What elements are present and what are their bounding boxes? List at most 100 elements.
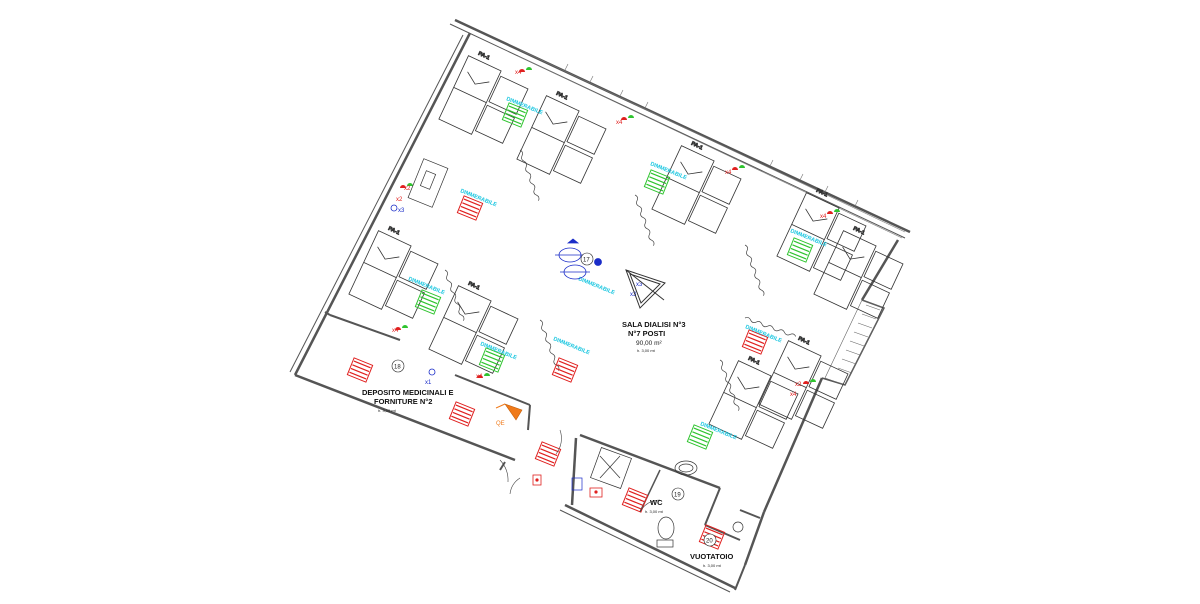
bed-tag: PA-1 <box>747 356 761 367</box>
socket-green <box>402 325 408 328</box>
ceiling-light-red <box>551 357 579 383</box>
sala-area: 90,00 m² <box>636 340 662 347</box>
count-x4: x4 <box>725 170 732 176</box>
deposito-title-1: DEPOSITO MEDICINALI E <box>362 388 454 397</box>
interior-walls <box>324 311 761 541</box>
dimmable-light-green <box>686 424 714 450</box>
red-dot <box>594 490 598 494</box>
deposito-number-circle <box>391 359 405 373</box>
bed-tag: PA-1 <box>852 226 866 237</box>
count-x2: x2 <box>404 186 411 192</box>
balcony-hatch <box>824 299 885 386</box>
red-dot <box>535 478 539 482</box>
dialysis-bed: PA-1 <box>651 140 742 234</box>
socket-green <box>739 165 745 168</box>
ceiling-light-red <box>448 401 476 427</box>
socket-red <box>827 211 833 214</box>
curtain-line <box>744 317 797 337</box>
deposito-number: 18 <box>394 365 401 371</box>
vuotatoio-title: VUOTATOIO <box>690 552 734 561</box>
qe-label: QE <box>496 421 505 427</box>
count-x4: x4 <box>616 120 623 126</box>
socket-red <box>395 327 401 330</box>
curtain-line <box>634 194 655 246</box>
ceiling-light-red <box>534 441 562 467</box>
bed-tag: PA-1 <box>797 336 811 347</box>
vuotatoio-number-circle <box>703 533 717 547</box>
dialysis-bed: PA-1 <box>516 90 607 184</box>
dimmable-label: DIMMERABILE <box>407 276 446 296</box>
room-labels: SALA DIALISI N°3 N°7 POSTI 90,00 m² h. 3… <box>362 252 734 568</box>
socket-green <box>810 379 816 382</box>
count-x3: x3 <box>636 282 643 288</box>
curtain-line <box>444 269 465 321</box>
count-x2: x2 <box>396 197 403 203</box>
dimmable-light-green <box>643 169 671 195</box>
socket-green <box>834 209 840 212</box>
count-x3: x3 <box>398 208 405 214</box>
top-windows <box>517 49 906 239</box>
red-box <box>589 487 603 498</box>
ceiling-light-red <box>741 329 769 355</box>
ceiling-lights <box>346 102 814 550</box>
count-x3: x3 <box>630 292 637 298</box>
central-equipment <box>555 238 602 280</box>
count-x4: x4 <box>476 374 483 380</box>
curtain-line <box>719 359 740 411</box>
bed-tag: PA-1 <box>690 141 704 152</box>
dimmable-label: DIMMERABILE <box>744 324 783 344</box>
socket-red <box>519 69 525 72</box>
wc-number: 19 <box>674 493 681 499</box>
triangle-symbol <box>625 269 666 309</box>
dimmable-label: DIMMERABILE <box>577 276 616 296</box>
socket-green <box>484 373 490 376</box>
bed-tag: PA-1 <box>815 188 829 199</box>
bed-tag: PA-1 <box>467 281 481 292</box>
socket-green <box>526 67 532 70</box>
socket-red <box>400 185 406 188</box>
doors <box>499 429 661 513</box>
socket-green <box>407 183 413 186</box>
count-x2: x2 <box>795 382 802 388</box>
ceiling-light-red <box>456 195 484 221</box>
count-x4: x4 <box>820 214 827 220</box>
blue-outlet <box>428 368 436 376</box>
bed-tag: PA-1 <box>387 226 401 237</box>
deposito-title-2: FORNITURE N°2 <box>374 397 432 406</box>
wc-height: h. 3,00 mt <box>645 509 664 514</box>
count-x1: x1 <box>425 380 432 386</box>
dimmable-light-green <box>786 237 814 263</box>
dimmable-label: DIMMERABILE <box>699 421 738 441</box>
count-x4: x4 <box>392 328 399 334</box>
dimmable-light-green <box>414 289 442 315</box>
ceiling-light-red <box>346 357 374 383</box>
dialysis-beds: PA-1PA-1PA-1PA-1PA-1PA-1PA-1PA-1PA-1 <box>348 50 904 449</box>
deposito-height: h. 3,00 mt <box>378 408 397 413</box>
dimmable-label: DIMMERABILE <box>552 336 591 356</box>
dialysis-bed: PA-1 <box>758 335 849 429</box>
ceiling-light-red <box>621 487 649 513</box>
dimmable-light-green <box>501 102 529 128</box>
sala-number: 17 <box>583 258 590 264</box>
wc-number-circle <box>671 487 685 501</box>
curtain-line <box>519 149 540 201</box>
blue-outlet <box>390 204 398 212</box>
dialysis-bed: PA-1 <box>813 225 904 319</box>
sala-number-circle <box>580 252 594 266</box>
dialysis-bed: PA-1 <box>348 225 439 319</box>
wall-cabinet <box>407 158 449 208</box>
socket-red <box>803 381 809 384</box>
sala-title: SALA DIALISI N°3 <box>622 320 686 329</box>
socket-red <box>477 375 483 378</box>
bed-tag: PA-1 <box>555 91 569 102</box>
count-x4: x4 <box>515 70 522 76</box>
curtain-dividers <box>444 149 797 411</box>
dialysis-bed: PA-1 <box>708 355 799 449</box>
socket-red <box>732 167 738 170</box>
bed-tag: PA-1 <box>477 51 491 62</box>
curtain-line <box>539 319 560 371</box>
red-box <box>532 474 542 486</box>
